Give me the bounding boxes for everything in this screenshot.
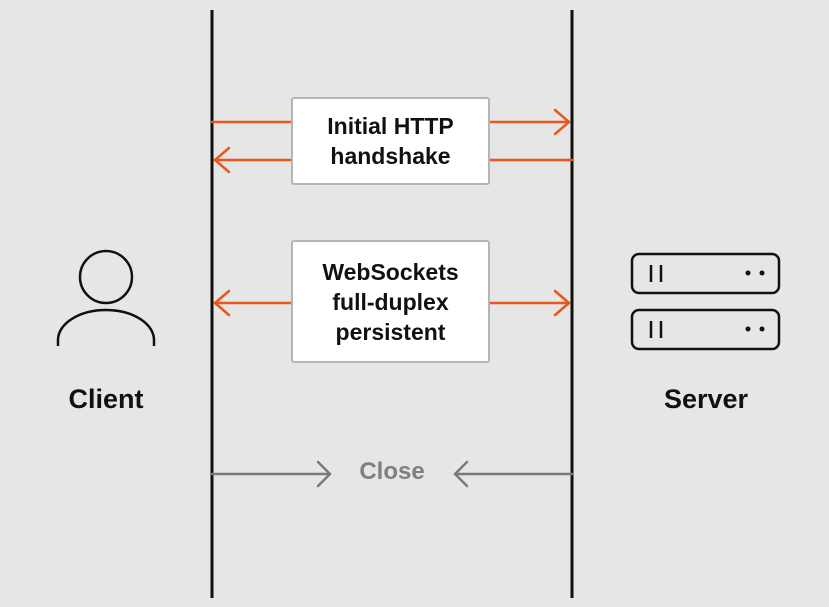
- handshake-request-arrow: [210, 108, 571, 136]
- handshake-line-2: handshake: [330, 143, 451, 169]
- websocket-line-2: full-duplex: [332, 288, 449, 315]
- user-icon: [56, 249, 156, 346]
- handshake-message-box: Initial HTTP handshake: [291, 97, 490, 185]
- close-client-arrow: [210, 460, 332, 488]
- close-server-arrow: [453, 460, 574, 488]
- websocket-message-box: WebSockets full-duplex persistent: [291, 240, 490, 363]
- server-indicator-dots: [745, 270, 765, 332]
- server-label: Server: [663, 384, 749, 414]
- websocket-line-3: persistent: [335, 318, 446, 345]
- close-label: Close: [359, 458, 425, 485]
- handshake-line-1: Initial HTTP: [327, 113, 454, 139]
- client-label: Client: [68, 384, 144, 414]
- server-rack-icon: [630, 252, 781, 351]
- handshake-response-arrow: [213, 146, 574, 174]
- websocket-bidirectional-arrow: [213, 289, 571, 317]
- websocket-line-1: WebSockets: [322, 258, 459, 285]
